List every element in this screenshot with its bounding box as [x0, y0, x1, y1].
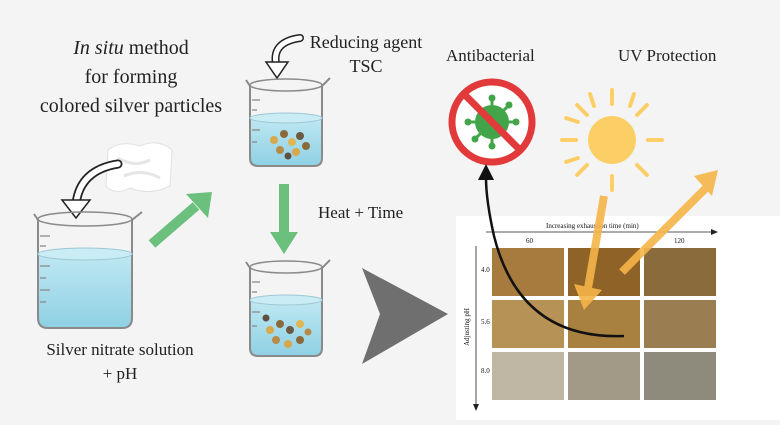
fabric-swatch-panel: Increasing exhaustion time (min) 60 120 … [456, 216, 780, 420]
title-line-2: for forming [84, 66, 178, 88]
grid-side-label: Adjusting pH [463, 308, 471, 346]
antibacterial-label: Antibacterial [446, 46, 535, 65]
swatch-cell [492, 352, 564, 400]
reducing-agent-line-1: Reducing agent [309, 32, 423, 52]
green-down-arrow-icon [270, 184, 298, 254]
grid-row-8: 8.0 [481, 367, 490, 375]
silver-nitrate-label: Silver nitrate solution + pH [20, 338, 220, 386]
beaker-colored-particles [245, 259, 331, 357]
title-line-3: colored silver particles [39, 95, 223, 117]
grid-side-arrowhead [473, 404, 479, 411]
process-arrowhead-icon [362, 268, 448, 364]
grid-col-60: 60 [526, 237, 534, 245]
fabric-cloth-icon [105, 142, 173, 192]
silver-nitrate-line-2: + pH [102, 364, 138, 383]
curved-arrow-icon [60, 159, 123, 220]
silver-nitrate-line-1: Silver nitrate solution [46, 340, 194, 359]
reducing-agent-label: Reducing agent TSC [296, 30, 436, 78]
swatch-cell [644, 352, 716, 400]
uv-protection-label: UV Protection [618, 46, 717, 65]
heat-time-label: Heat + Time [318, 203, 404, 222]
swatch-cells [492, 248, 716, 400]
grid-col-120: 120 [674, 237, 685, 245]
reducing-agent-arrow-icon [264, 34, 304, 80]
beaker-reducing [245, 77, 331, 167]
beaker-silver-nitrate [33, 211, 143, 329]
antibacterial-icon [448, 78, 536, 166]
swatch-grid-svg: Increasing exhaustion time (min) 60 120 … [463, 222, 718, 411]
uv-arrow-in-icon [574, 195, 608, 310]
title-rest: method [123, 37, 189, 59]
swatch-cell [492, 248, 564, 296]
antibacterial-arrow-icon [478, 164, 625, 338]
grid-row-4: 4.0 [481, 266, 490, 274]
sun-icon [560, 88, 664, 192]
grid-top-arrowhead [711, 229, 718, 235]
swatch-cell [644, 248, 716, 296]
silver-particles-bottom [262, 314, 312, 348]
swatch-cell [568, 352, 640, 400]
swatch-cell [644, 300, 716, 348]
grid-top-label: Increasing exhaustion time (min) [546, 222, 639, 230]
swatch-cell [492, 300, 564, 348]
title-italic: In situ [73, 37, 124, 59]
uv-arrow-out-icon [619, 170, 718, 275]
grid-row-5-6: 5.6 [481, 318, 490, 326]
diagram-title: In situ method for forming colored silve… [0, 34, 262, 121]
reducing-agent-line-2: TSC [349, 56, 383, 76]
green-arrow-icon [148, 192, 212, 248]
silver-particles-top [270, 130, 310, 160]
swatch-cell [568, 300, 640, 348]
